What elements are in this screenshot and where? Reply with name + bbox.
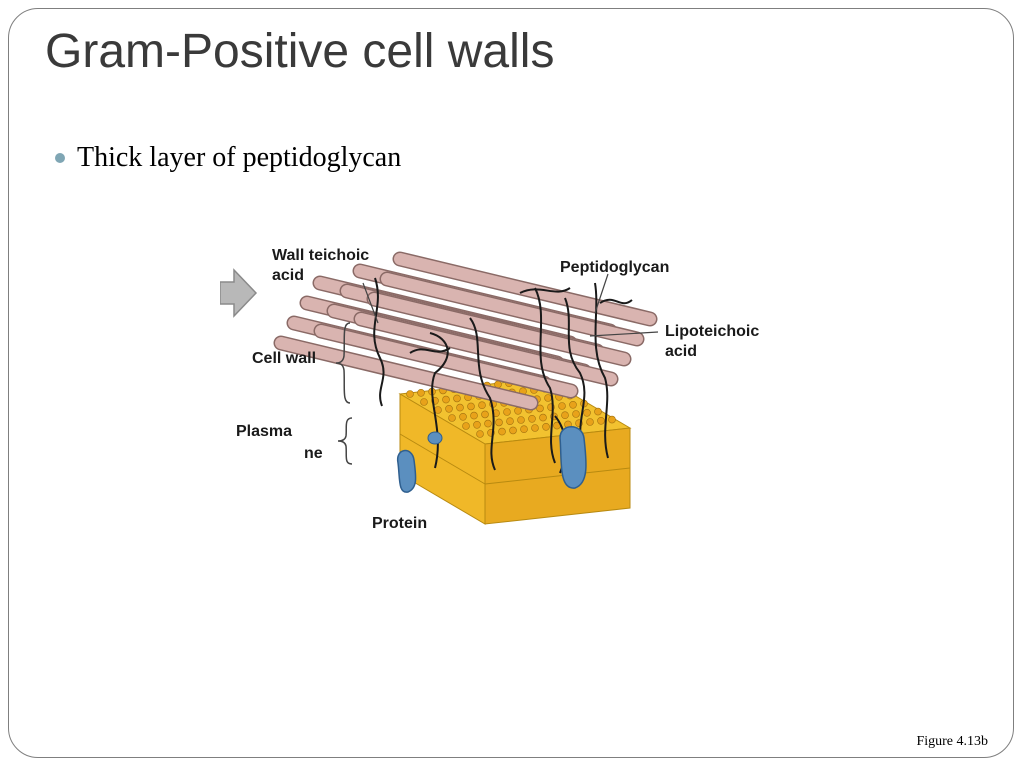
lipid-head — [544, 394, 552, 402]
bullet-dot-icon — [55, 153, 65, 163]
lipid-head — [520, 425, 528, 433]
lipid-head — [509, 426, 517, 435]
label-wall-teichoic-acid: Wall teichoic — [272, 247, 369, 264]
label-peptidoglycan: Peptidoglycan — [560, 259, 669, 276]
peptidoglycan-rod — [368, 293, 630, 365]
lipid-head — [583, 409, 591, 417]
pointer-arrow-icon — [220, 268, 258, 318]
lipid-head — [470, 411, 478, 420]
label-wall-teichoic-acid-line2: acid — [272, 267, 304, 284]
figure-caption: Figure 4.13b — [916, 734, 988, 749]
lipid-head — [503, 408, 511, 416]
lipid-head — [495, 418, 503, 427]
peptidoglycan-rod — [394, 253, 656, 325]
label-protein: Protein — [372, 515, 427, 532]
plasma-membrane-brace — [337, 417, 353, 465]
lipid-head — [484, 419, 492, 428]
lipid-head — [506, 417, 514, 425]
lipid-head — [459, 413, 467, 421]
lipid-head — [569, 401, 577, 409]
label-cell-wall: Cell wall — [252, 350, 316, 367]
lipid-head — [445, 405, 453, 413]
cell-wall-brace — [335, 322, 351, 404]
lipid-head — [514, 407, 522, 415]
lipid-head — [608, 415, 616, 424]
bullet-text: Thick layer of peptidoglycan — [77, 142, 402, 173]
lipid-head — [417, 389, 425, 397]
label-plasma-membrane: Plasma — [236, 423, 292, 440]
label-plasma-membrane-line2: ne — [304, 445, 323, 462]
bullet-list: Thick layer of peptidoglycan — [55, 142, 401, 174]
lipid-head — [481, 410, 489, 419]
peptidoglycan-rod — [275, 337, 537, 409]
lipid-head — [462, 422, 470, 430]
label-leader-lines — [362, 273, 659, 337]
lipid-head — [542, 423, 550, 431]
lipid-head — [478, 401, 486, 409]
label-lipoteichoic-acid-line2: acid — [665, 343, 697, 360]
slide-title: Gram-Positive cell walls — [45, 25, 555, 78]
lipid-head — [586, 418, 594, 426]
lipid-head — [517, 416, 525, 424]
lipid-head — [476, 430, 484, 438]
lipid-head — [420, 398, 428, 406]
lipid-head — [558, 402, 566, 410]
lipid-head — [531, 424, 539, 432]
lipid-head — [406, 390, 414, 398]
lipid-head — [536, 404, 544, 413]
peptidoglycan-rod — [355, 313, 617, 385]
lipid-head — [453, 394, 461, 403]
membrane-proteins — [396, 426, 587, 493]
lipid-head — [561, 411, 569, 419]
lipid-head — [572, 410, 580, 418]
lipid-head — [594, 407, 602, 416]
lipid-head — [448, 414, 456, 422]
lipid-head — [467, 402, 475, 411]
lipid-head — [442, 395, 450, 404]
gram-positive-cell-wall-diagram: Wall teichoic acid Peptidoglycan Lipotei… — [220, 247, 759, 532]
lipid-head — [456, 403, 464, 412]
lipid-head — [528, 415, 536, 423]
lipid-head — [597, 417, 605, 425]
bullet-item: Thick layer of peptidoglycan — [55, 142, 401, 174]
lipid-head — [498, 427, 506, 436]
label-lipoteichoic-acid: Lipoteichoic — [665, 323, 759, 340]
lipid-head — [473, 421, 481, 429]
lipid-head — [539, 413, 547, 422]
